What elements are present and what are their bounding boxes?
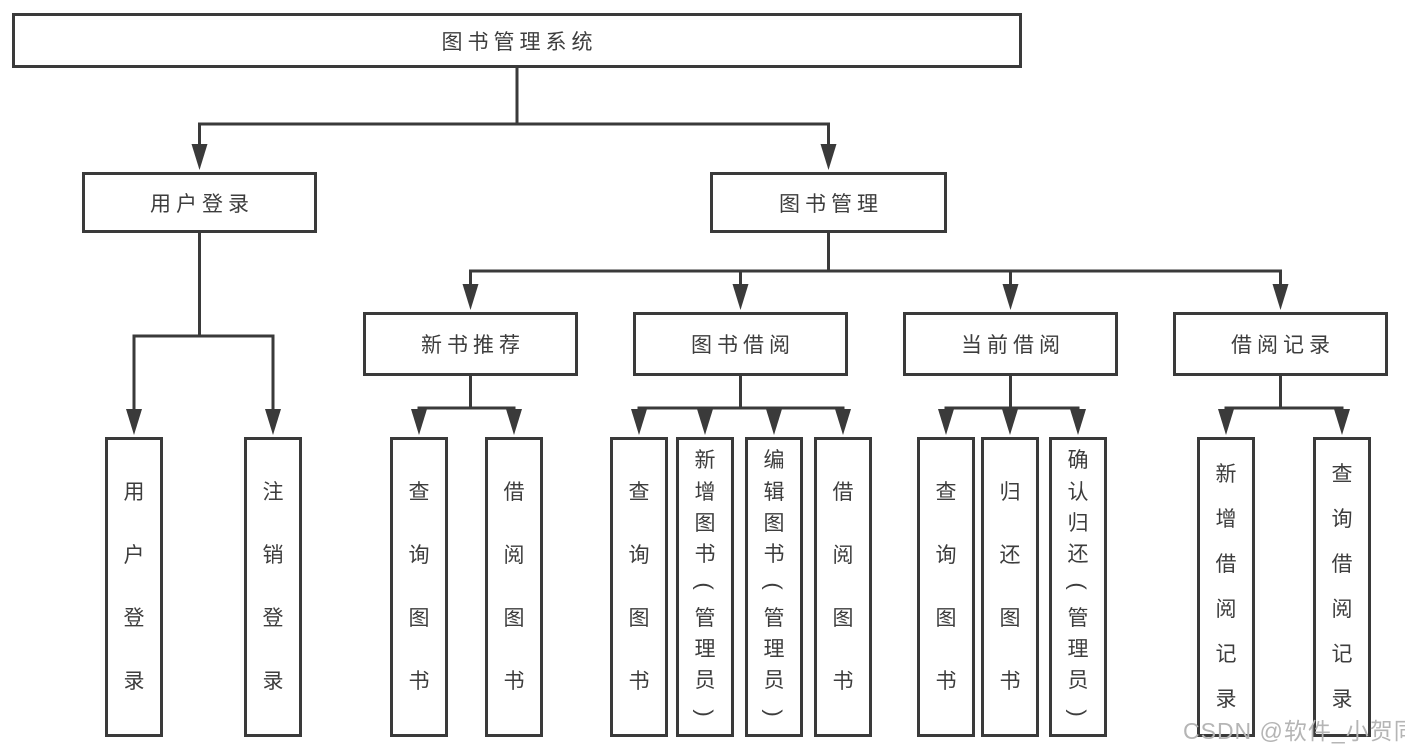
node-book-borrowing: 图书借阅 bbox=[633, 312, 848, 376]
leaf-borrow-books-borrowing: 借阅图书 bbox=[814, 437, 872, 737]
leaf-edit-book-admin: 编辑图书(管理员) bbox=[745, 437, 803, 737]
leaf-return-book: 归还图书 bbox=[981, 437, 1039, 737]
leaf-query-books-borrowing: 查询图书 bbox=[610, 437, 668, 737]
node-root-label: 图书管理系统 bbox=[441, 30, 598, 54]
node-new-book-recommendation: 新书推荐 bbox=[363, 312, 578, 376]
node-user-login: 用户登录 bbox=[82, 172, 317, 233]
leaf-query-books-current-label: 查询图书 bbox=[935, 481, 957, 693]
node-current-borrowing: 当前借阅 bbox=[903, 312, 1118, 376]
leaf-add-borrow-record-label: 新增借阅记录 bbox=[1215, 463, 1237, 711]
node-borrowing-records-label: 借阅记录 bbox=[1231, 334, 1335, 357]
node-new-book-recommendation-label: 新书推荐 bbox=[421, 334, 525, 357]
leaf-user-login: 用户登录 bbox=[105, 437, 163, 737]
node-user-login-label: 用户登录 bbox=[150, 192, 254, 216]
leaf-confirm-return-admin: 确认归还(管理员) bbox=[1049, 437, 1107, 737]
leaf-logout: 注销登录 bbox=[244, 437, 302, 737]
leaf-return-book-label: 归还图书 bbox=[999, 481, 1021, 693]
leaf-add-borrow-record: 新增借阅记录 bbox=[1197, 437, 1255, 737]
node-book-management: 图书管理 bbox=[710, 172, 947, 233]
leaf-borrow-books-borrowing-label: 借阅图书 bbox=[832, 481, 854, 693]
leaf-add-book-admin: 新增图书(管理员) bbox=[676, 437, 734, 737]
leaf-edit-book-admin-label: 编辑图书(管理员) bbox=[761, 449, 787, 717]
leaf-query-books-recommend-label: 查询图书 bbox=[408, 481, 430, 693]
leaf-add-book-admin-label: 新增图书(管理员) bbox=[692, 449, 718, 717]
node-book-management-label: 图书管理 bbox=[779, 192, 883, 216]
watermark: CSDN @软件_小贺同学 bbox=[1183, 718, 1405, 744]
node-root: 图书管理系统 bbox=[12, 13, 1022, 68]
leaf-confirm-return-admin-label: 确认归还(管理员) bbox=[1065, 449, 1091, 717]
leaf-logout-label: 注销登录 bbox=[262, 481, 284, 693]
leaf-query-books-current: 查询图书 bbox=[917, 437, 975, 737]
node-current-borrowing-label: 当前借阅 bbox=[961, 334, 1065, 357]
node-borrowing-records: 借阅记录 bbox=[1173, 312, 1388, 376]
leaf-query-books-recommend: 查询图书 bbox=[390, 437, 448, 737]
leaf-borrow-books-recommend: 借阅图书 bbox=[485, 437, 543, 737]
leaf-query-borrow-record: 查询借阅记录 bbox=[1313, 437, 1371, 737]
leaf-query-borrow-record-label: 查询借阅记录 bbox=[1331, 463, 1353, 711]
leaf-query-books-borrowing-label: 查询图书 bbox=[628, 481, 650, 693]
leaf-borrow-books-recommend-label: 借阅图书 bbox=[503, 481, 525, 693]
node-book-borrowing-label: 图书借阅 bbox=[691, 334, 795, 357]
leaf-user-login-label: 用户登录 bbox=[123, 481, 145, 693]
